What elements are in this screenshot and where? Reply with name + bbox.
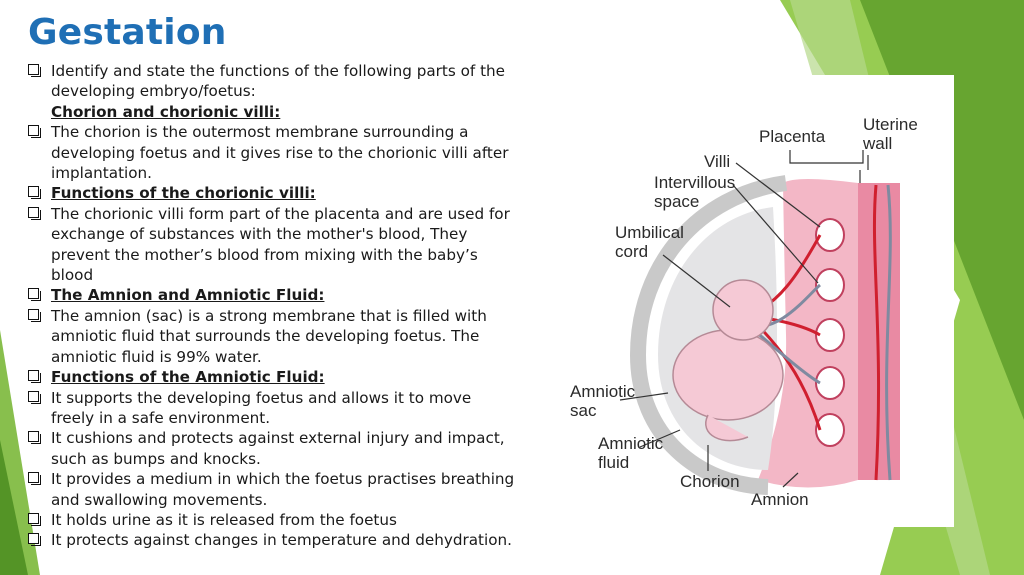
label-intervillous-line1: Intervillous bbox=[654, 173, 735, 192]
checkbox-bullet-icon bbox=[28, 206, 41, 220]
bullet-text: It holds urine as it is released from th… bbox=[51, 510, 397, 529]
checkbox-bullet-icon bbox=[28, 512, 41, 526]
label-placenta: Placenta bbox=[759, 127, 826, 146]
checkbox-bullet-icon bbox=[28, 186, 41, 200]
label-leader-lines bbox=[619, 150, 869, 488]
label-amniotic-fluid-line1: Amniotic bbox=[598, 434, 664, 453]
checkbox-bullet-icon bbox=[28, 390, 41, 404]
label-chorion: Chorion bbox=[680, 472, 740, 491]
bullet-text: The chorionic villi form part of the pla… bbox=[51, 204, 510, 285]
checkbox-bullet-icon bbox=[28, 288, 41, 302]
slide-title: Gestation bbox=[28, 12, 227, 53]
checkbox-bullet-icon bbox=[28, 370, 41, 384]
foetus-shape bbox=[672, 279, 784, 442]
bullet-item: It protects against changes in temperatu… bbox=[28, 530, 518, 550]
bullet-item: It supports the developing foetus and al… bbox=[28, 388, 518, 429]
bullet-item: The chorion is the outermost membrane su… bbox=[28, 122, 518, 183]
bullet-heading: The Amnion and Amniotic Fluid: bbox=[51, 286, 325, 305]
bullet-item: Identify and state the functions of the … bbox=[28, 61, 518, 122]
placenta-shape bbox=[758, 179, 858, 488]
bullet-heading: Functions of the chorionic villi: bbox=[51, 184, 316, 203]
bullet-text: The chorion is the outermost membrane su… bbox=[51, 123, 509, 183]
label-amniotic-sac-line1: Amniotic bbox=[570, 382, 636, 401]
checkbox-bullet-icon bbox=[28, 64, 41, 77]
bullet-text: It provides a medium in which the foetus… bbox=[51, 470, 515, 509]
label-amniotic-fluid-line2: fluid bbox=[598, 453, 629, 472]
villi-group bbox=[815, 218, 845, 447]
bullet-item: Functions of the chorionic villi: bbox=[28, 183, 518, 203]
bullet-text: It cushions and protects against externa… bbox=[51, 429, 505, 468]
checkbox-bullet-icon bbox=[28, 308, 41, 322]
checkbox-bullet-icon bbox=[28, 472, 41, 486]
label-amnion: Amnion bbox=[751, 490, 809, 509]
chorion-membrane-shape bbox=[629, 175, 788, 495]
bullet-item: The amnion (sac) is a strong membrane th… bbox=[28, 306, 518, 367]
bullet-item: It provides a medium in which the foetus… bbox=[28, 469, 518, 510]
bullet-text: Identify and state the functions of the … bbox=[51, 62, 505, 101]
label-umbilical-line2: cord bbox=[615, 242, 648, 261]
placenta-diagram: Placenta Uterine wall Villi Intervillous… bbox=[558, 75, 954, 527]
label-intervillous-line2: space bbox=[654, 192, 699, 211]
bullet-item: Functions of the Amniotic Fluid: bbox=[28, 367, 518, 387]
bullet-text: It supports the developing foetus and al… bbox=[51, 388, 472, 427]
bullet-item: The Amnion and Amniotic Fluid: bbox=[28, 285, 518, 305]
label-villi: Villi bbox=[704, 152, 730, 171]
label-umbilical-line1: Umbilical bbox=[615, 223, 684, 242]
checkbox-bullet-icon bbox=[28, 125, 41, 139]
label-amniotic-sac-line2: sac bbox=[570, 401, 597, 420]
bullet-list: Identify and state the functions of the … bbox=[28, 61, 518, 551]
bullet-item: It holds urine as it is released from th… bbox=[28, 510, 518, 530]
label-uterine-wall-line2: wall bbox=[862, 134, 892, 153]
bullet-text: It protects against changes in temperatu… bbox=[51, 531, 512, 550]
bullet-item: The chorionic villi form part of the pla… bbox=[28, 204, 518, 286]
bullet-text: The amnion (sac) is a strong membrane th… bbox=[51, 306, 487, 366]
bullet-item: It cushions and protects against externa… bbox=[28, 428, 518, 469]
placenta-diagram-illustration: Placenta Uterine wall Villi Intervillous… bbox=[570, 115, 918, 509]
checkbox-bullet-icon bbox=[28, 431, 41, 445]
checkbox-bullet-icon bbox=[28, 533, 41, 547]
bullet-subheading: Chorion and chorionic villi: bbox=[51, 102, 281, 121]
bullet-heading: Functions of the Amniotic Fluid: bbox=[51, 368, 325, 387]
label-uterine-wall-line1: Uterine bbox=[863, 115, 918, 134]
